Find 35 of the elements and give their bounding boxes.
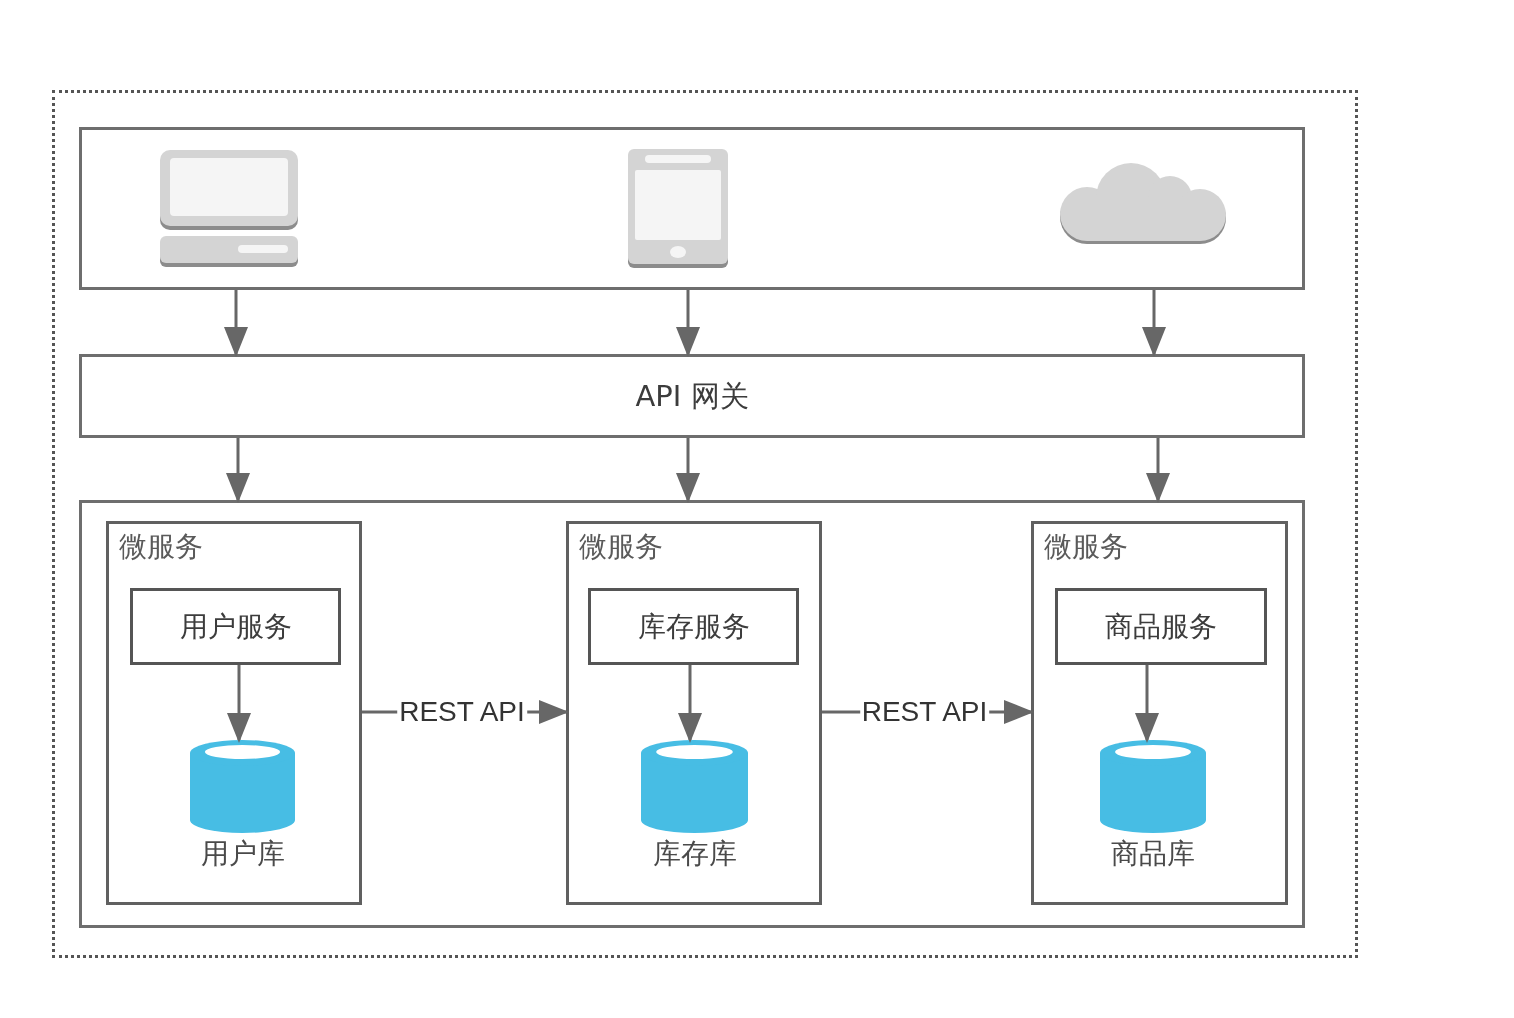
gateway-label: API 网关 [635, 378, 749, 414]
computer-icon [158, 148, 300, 268]
microservice-title: 微服务 [579, 530, 663, 564]
microservice-box [1031, 521, 1288, 905]
arrow [226, 438, 250, 503]
tablet-icon [627, 148, 729, 268]
arrow [1142, 290, 1166, 357]
microservice-box [566, 521, 822, 905]
service-label: 库存服务 [637, 609, 750, 644]
arrow [224, 290, 248, 357]
service-box [130, 588, 341, 665]
database-cylinder [190, 740, 295, 833]
arrow [1146, 438, 1170, 503]
client-panel [79, 127, 1305, 290]
microservice-title: 微服务 [119, 530, 203, 564]
arrow [1135, 665, 1159, 743]
service-label: 用户服务 [179, 609, 292, 644]
service-box [588, 588, 799, 665]
database-label: 库存库 [652, 837, 737, 871]
database-cylinder [641, 740, 748, 833]
microservice-box [106, 521, 362, 905]
arrow [676, 438, 700, 503]
database-label: 用户库 [200, 837, 285, 871]
arrow [678, 665, 702, 743]
service-label: 商品服务 [1105, 609, 1217, 644]
database-cylinder [1100, 740, 1206, 833]
arrow [676, 290, 700, 357]
database-label: 商品库 [1111, 837, 1195, 871]
services-panel [79, 500, 1305, 928]
gateway-box [79, 354, 1305, 438]
microservice-title: 微服务 [1044, 530, 1128, 564]
service-box [1055, 588, 1267, 665]
cloud-icon [1057, 160, 1229, 246]
arrow [227, 665, 251, 743]
dotted-boundary [52, 90, 1358, 958]
